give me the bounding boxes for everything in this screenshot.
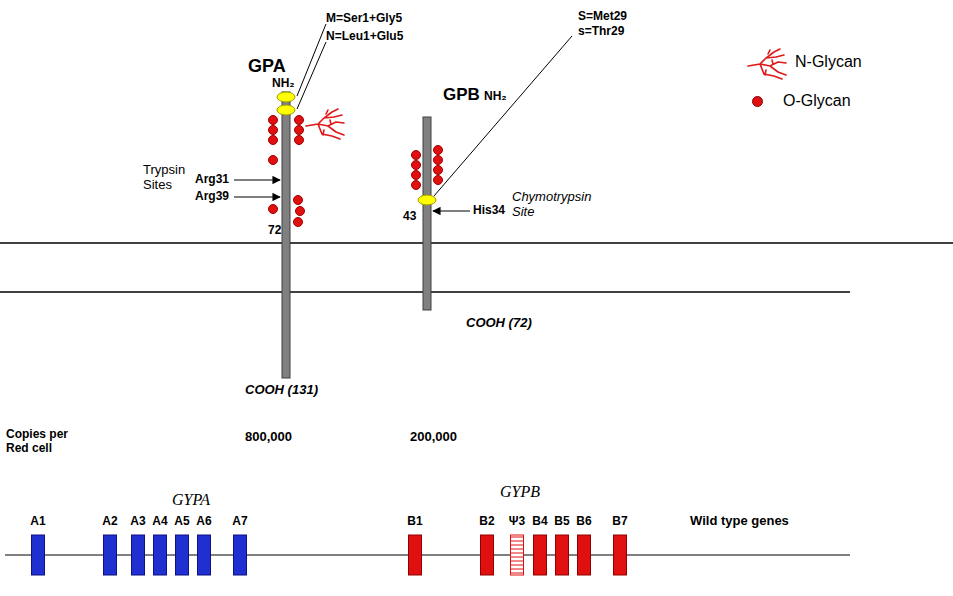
o-glycan-dot <box>296 207 305 216</box>
exon-label: B7 <box>612 515 627 529</box>
antigen-note: N=Leu1+Glu5 <box>326 30 403 44</box>
protein-name: GPA <box>248 56 286 77</box>
o-glycan-dot <box>434 146 443 155</box>
terminus-label: COOH (131) <box>245 383 318 398</box>
exon-label: B1 <box>407 515 422 529</box>
antigen-note: M=Ser1+Gly5 <box>326 12 402 26</box>
n-glycan-icon <box>306 109 344 139</box>
o-glycan-dot <box>269 156 278 165</box>
exon-box <box>154 535 167 575</box>
o-glycan-dots <box>269 116 443 227</box>
o-glycan-dot <box>412 151 421 160</box>
o-glycan-dot <box>294 196 303 205</box>
exon-label: B5 <box>554 515 569 529</box>
variant-site <box>277 105 295 115</box>
gene-note: Wild type genes <box>690 514 789 529</box>
exon-label: A3 <box>130 515 145 529</box>
o-glycan-dot <box>412 181 421 190</box>
residue-number: 43 <box>403 210 416 224</box>
residue-label: His34 <box>473 204 505 218</box>
o-glycan-dot <box>269 205 278 214</box>
o-glycan-dot <box>412 161 421 170</box>
protein-bar <box>423 117 431 310</box>
o-glycan-dot <box>294 218 303 227</box>
o-glycan-dot <box>434 166 443 175</box>
site-arrow <box>433 210 470 211</box>
o-glycan-dot <box>269 136 278 145</box>
exon-label: B6 <box>576 515 591 529</box>
axis-note: Copies per Red cell <box>6 428 81 456</box>
exon-box <box>481 535 494 575</box>
exon-box <box>104 535 117 575</box>
o-glycan-dot <box>295 116 304 125</box>
exon-box <box>578 535 591 575</box>
exon-box <box>198 535 211 575</box>
copy-number: 200,000 <box>410 430 457 445</box>
o-glycan-dot <box>269 126 278 135</box>
copy-number: 800,000 <box>245 430 292 445</box>
terminus-label: NH₂ <box>484 90 507 104</box>
terminus-label: COOH (72) <box>466 316 532 331</box>
protein-name: GPB <box>443 85 480 105</box>
variant-site <box>277 92 295 102</box>
gene-name: GYPA <box>172 491 210 509</box>
exon-box <box>534 535 547 575</box>
gene-name: GYPB <box>500 483 540 501</box>
gypa-exons <box>32 535 247 575</box>
terminus-label: NH₂ <box>272 77 295 91</box>
exon-label: B2 <box>479 515 494 529</box>
site-arrow <box>234 196 280 197</box>
site-arrow <box>234 179 280 180</box>
exon-label: A7 <box>232 515 247 529</box>
residue-number: 72 <box>268 224 281 238</box>
legend-text: N-Glycan <box>795 53 862 71</box>
leader-line <box>434 36 572 196</box>
exon-box <box>32 535 45 575</box>
exon-label: A5 <box>174 515 189 529</box>
antigen-note: s=Thr29 <box>578 25 624 39</box>
pseudo-exon-box <box>511 535 524 575</box>
variant-site <box>418 195 436 205</box>
exon-label: B4 <box>532 515 547 529</box>
leader-line <box>297 42 326 109</box>
residue-label: Arg39 <box>195 190 229 204</box>
o-glycan-dot <box>295 136 304 145</box>
protein-bar <box>282 92 290 378</box>
gypb-exons <box>409 535 627 575</box>
antigen-note: S=Met29 <box>578 10 627 24</box>
exon-box <box>614 535 627 575</box>
site-note: Trypsin Sites <box>143 163 195 193</box>
legend-n-glycan-icon <box>748 49 786 79</box>
exon-label: A1 <box>30 515 45 529</box>
o-glycan-dot <box>269 116 278 125</box>
site-note: Chymotrypsin Site <box>512 190 607 220</box>
o-glycan-dot <box>412 171 421 180</box>
exon-box <box>556 535 569 575</box>
o-glycan-dot <box>295 126 304 135</box>
o-glycan-dot <box>434 176 443 185</box>
exon-label: A6 <box>196 515 211 529</box>
exon-box <box>409 535 422 575</box>
leader-line <box>297 24 326 96</box>
residue-label: Arg31 <box>195 173 229 187</box>
legend-text: O-Glycan <box>783 92 851 110</box>
membrane-line <box>0 242 953 244</box>
exon-label: A4 <box>152 515 167 529</box>
legend-swatch <box>752 96 763 107</box>
exon-label: Ψ3 <box>509 515 525 529</box>
exon-box <box>234 535 247 575</box>
o-glycan-dot <box>434 156 443 165</box>
exon-box <box>132 535 145 575</box>
exon-label: A2 <box>102 515 117 529</box>
exon-box <box>176 535 189 575</box>
